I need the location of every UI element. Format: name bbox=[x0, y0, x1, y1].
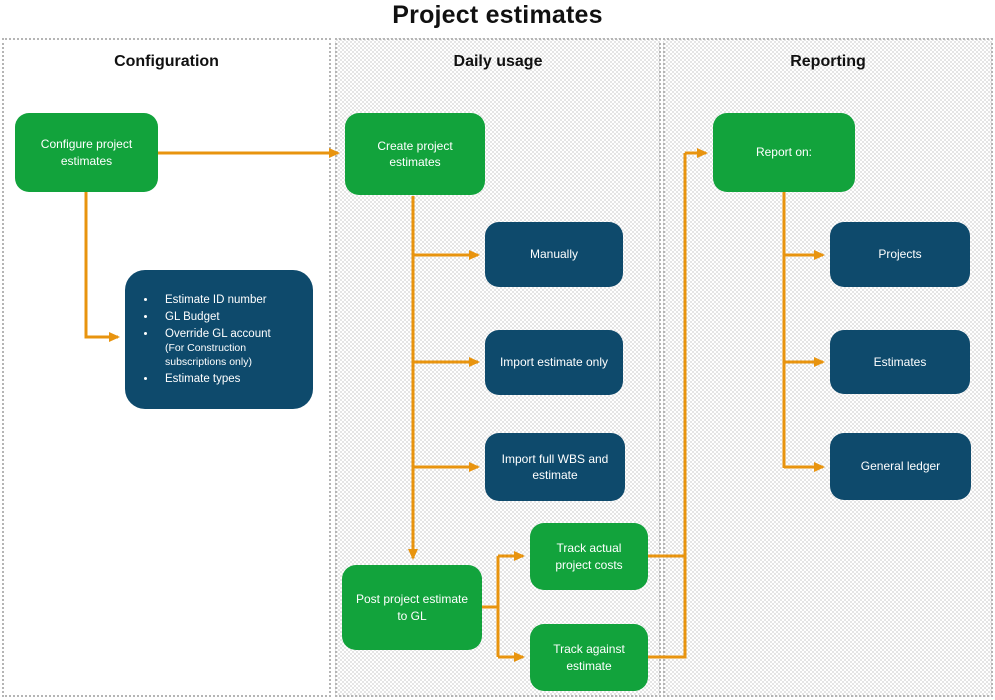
node-label: Create project estimates bbox=[377, 138, 453, 169]
node-track-against-estimate: Track against estimate bbox=[530, 624, 648, 691]
list-item: GL Budget bbox=[157, 309, 299, 325]
connector-post-branch bbox=[482, 556, 500, 657]
node-create-project-estimates: Create project estimates bbox=[345, 113, 485, 195]
node-label: Track actual project costs bbox=[555, 541, 623, 572]
list-item: Estimate ID number bbox=[157, 292, 299, 308]
node-label: Post project estimate to GL bbox=[355, 592, 469, 623]
node-label: Track against estimate bbox=[553, 642, 625, 673]
node-configure-project-estimates: Configure project estimates bbox=[15, 113, 158, 192]
node-post-project-estimate-to-gl: Post project estimate to GL bbox=[342, 565, 482, 650]
node-import-estimate-only: Import estimate only bbox=[485, 330, 623, 395]
arrow-configure-to-bullets bbox=[84, 192, 120, 342]
node-report-on: Report on: bbox=[713, 113, 855, 192]
list-item: Override GL account (For Construction su… bbox=[157, 326, 299, 369]
node-label: General ledger bbox=[860, 459, 941, 474]
lane-reporting-title: Reporting bbox=[790, 53, 866, 70]
node-label: Import estimate only bbox=[499, 355, 609, 370]
configuration-details: Estimate ID number GL Budget Override GL… bbox=[157, 291, 299, 388]
list-item-note: (For Construction subscriptions only) bbox=[165, 342, 252, 369]
node-label: Import full WBS and estimate bbox=[501, 451, 609, 482]
node-general-ledger: General ledger bbox=[830, 433, 971, 500]
lane-daily-usage-title: Daily usage bbox=[453, 53, 543, 70]
node-track-actual-project-costs: Track actual project costs bbox=[530, 523, 648, 590]
node-label: Configure project estimates bbox=[40, 137, 133, 168]
node-manually: Manually bbox=[485, 222, 623, 287]
node-import-full-wbs-and-estimate: Import full WBS and estimate bbox=[485, 433, 625, 501]
connector-track-to-report bbox=[648, 153, 687, 659]
lane-configuration-title: Configuration bbox=[114, 53, 219, 70]
node-estimates: Estimates bbox=[830, 330, 970, 394]
node-label: Projects bbox=[878, 247, 922, 262]
node-label: Manually bbox=[529, 247, 579, 262]
node-label: Report on: bbox=[755, 145, 813, 160]
page-title: Project estimates bbox=[392, 1, 603, 29]
node-configuration-details-list: Estimate ID number GL Budget Override GL… bbox=[125, 270, 313, 409]
node-label: Estimates bbox=[873, 354, 927, 369]
node-projects: Projects bbox=[830, 222, 970, 287]
list-item: Estimate types bbox=[157, 371, 299, 387]
